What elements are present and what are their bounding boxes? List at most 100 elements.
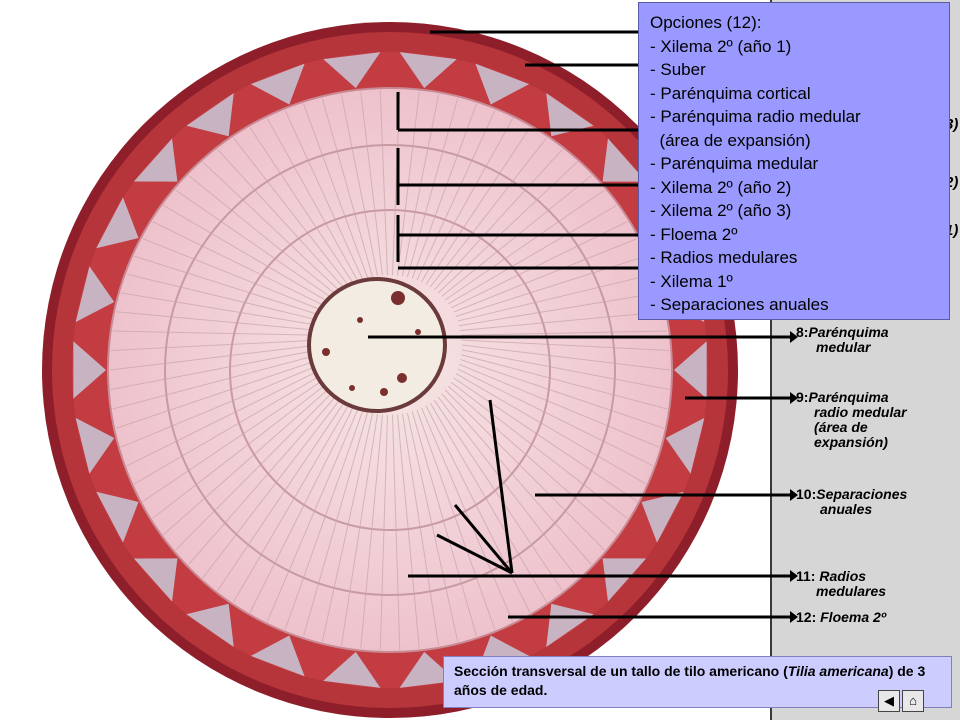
medullary-ray <box>461 349 670 391</box>
caption-text-2: ) de 3 años de edad. <box>454 663 926 698</box>
phloem-wedges <box>73 52 707 688</box>
medullary-ray <box>447 385 617 535</box>
options-heading: Opciones (12): <box>650 13 762 32</box>
phloem-wedge <box>250 635 305 677</box>
medullary-ray <box>142 238 327 313</box>
option-item: - Xilema 2º (año 3) <box>650 201 792 220</box>
medullary-ray <box>321 412 374 642</box>
medullary-ray <box>455 255 646 318</box>
option-item: - Parénquima cortical <box>650 83 811 103</box>
medullary-ray <box>379 90 388 276</box>
medullary-ray <box>437 396 578 579</box>
phloem-wedge <box>73 341 106 399</box>
medullary-ray <box>284 110 364 281</box>
answer-number: 11: <box>796 568 820 584</box>
medullary-ray <box>433 149 563 291</box>
medullary-ray <box>340 413 378 646</box>
pointer-lines <box>368 30 790 619</box>
medullary-ray <box>340 94 378 277</box>
medullary-ray <box>447 204 617 305</box>
medullary-ray <box>425 405 531 613</box>
medullary-ray <box>421 118 514 283</box>
option-item: - Parénquima radio medular <box>650 107 861 126</box>
medullary-ray <box>112 330 319 336</box>
medullary-ray <box>152 221 330 309</box>
medullary-ray <box>460 311 664 331</box>
medullary-ray <box>453 238 638 313</box>
medullary-ray <box>249 405 355 613</box>
options-panel: Opciones (12): - Xilema 2º (año 1) - Sub… <box>638 2 950 320</box>
option-item: - Radios medulares <box>650 248 798 267</box>
phloem-wedge <box>75 417 115 474</box>
option-item: - Suber <box>650 60 706 79</box>
answer-label-12: 12: Floema 2º <box>796 610 956 625</box>
medullary-ray <box>233 137 351 288</box>
medullary-ray <box>441 393 592 565</box>
phloem-wedge <box>641 491 684 543</box>
phloem-wedge <box>250 63 305 105</box>
medullary-ray <box>406 98 459 278</box>
medullary-ray <box>133 373 325 485</box>
medullary-ray <box>402 413 440 646</box>
back-button[interactable]: ◀ <box>878 690 900 712</box>
medullary-ray <box>112 354 319 410</box>
medullary-ray <box>444 189 605 301</box>
back-arrow-icon: ◀ <box>884 693 894 708</box>
medullary-ray <box>421 407 514 622</box>
answer-text: Parénquima <box>808 324 889 340</box>
medullary-ray <box>461 330 668 336</box>
medullary-ray <box>142 377 327 502</box>
answer-text: radio medular <box>814 404 907 420</box>
annual-ring-2 <box>164 144 616 596</box>
medullary-ray <box>444 389 605 551</box>
answer-text: Parénquima <box>808 389 889 405</box>
medullary-ray <box>217 399 347 591</box>
home-button[interactable]: ⌂ <box>902 690 924 712</box>
medullary-ray <box>188 175 339 297</box>
medullary-ray <box>175 389 336 551</box>
medullary-ray <box>109 344 319 371</box>
option-item: - Xilema 2º (año 1) <box>650 36 792 56</box>
medullary-ray <box>425 127 531 285</box>
image-caption: Sección transversal de un tallo de tilo … <box>443 656 952 708</box>
medullary-ray <box>460 359 665 429</box>
medullary-ray <box>392 414 401 650</box>
medullary-ray <box>416 409 496 630</box>
medullary-ray <box>116 311 320 331</box>
medullary-ray <box>249 127 355 285</box>
medullary-ray <box>321 98 374 278</box>
answer-label-10: 10:Separaciones anuales <box>796 487 956 517</box>
medullary-rays <box>109 90 671 650</box>
option-item: - Xilema 2º (año 2) <box>650 177 792 197</box>
medullary-ray <box>126 368 323 467</box>
phloem-wedge <box>602 138 647 182</box>
answer-text: Separaciones <box>816 486 908 502</box>
medullary-ray <box>188 393 339 565</box>
medullary-ray <box>266 407 359 622</box>
medullary-ray <box>411 411 478 637</box>
medullary-ray <box>360 91 383 276</box>
answer-text: medulares <box>816 583 887 599</box>
answer-label-11: 11: Radios medulares <box>796 569 956 599</box>
answer-number: 10: <box>796 486 817 502</box>
answer-label-9: 9:Parénquima radio medular (área de expa… <box>796 390 956 450</box>
medullary-ray <box>217 149 347 291</box>
answer-number: 9: <box>796 389 809 405</box>
medullary-ray <box>163 385 333 535</box>
answer-text: medular <box>816 339 871 355</box>
phloem-wedge <box>96 197 139 249</box>
medullary-ray <box>461 339 670 351</box>
medullary-ray <box>126 273 323 322</box>
medullary-ray <box>115 359 320 429</box>
option-item: - Xilema 1º <box>650 271 733 291</box>
phloem-wedge <box>323 52 381 89</box>
medullary-ray <box>175 189 336 301</box>
medullary-ray <box>459 363 660 448</box>
medullary-ray <box>397 414 420 649</box>
option-item: (área de expansión) <box>650 130 811 150</box>
medullary-ray <box>411 103 477 279</box>
medullary-ray <box>461 354 668 410</box>
answer-text: Floema 2º <box>820 609 886 625</box>
phloem-wedge <box>133 138 178 182</box>
